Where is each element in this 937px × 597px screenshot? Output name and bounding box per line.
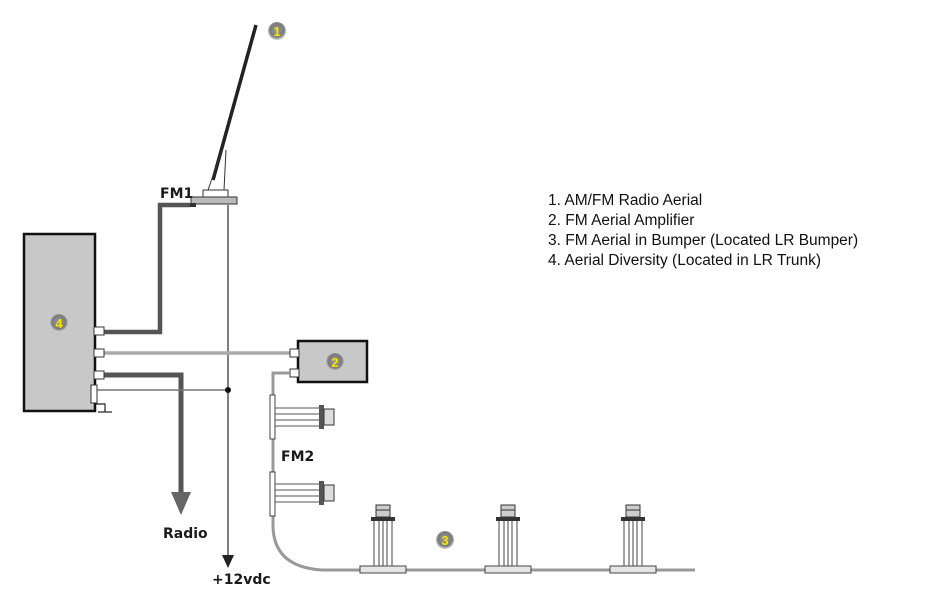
radio-arrow bbox=[171, 492, 191, 515]
bumper-aerial-element bbox=[484, 504, 532, 574]
badge-1: 1 bbox=[268, 22, 286, 40]
legend-item: 1. AM/FM Radio Aerial bbox=[548, 192, 703, 209]
fm2-connector-upper bbox=[269, 394, 335, 440]
radio-label: Radio bbox=[163, 526, 208, 542]
fm1-cable bbox=[104, 202, 190, 335]
badge-2: 2 bbox=[326, 353, 344, 371]
junction-dot bbox=[225, 387, 231, 393]
svg-text:4: 4 bbox=[55, 316, 63, 331]
svg-text:1: 1 bbox=[273, 24, 280, 39]
radio-cable bbox=[104, 372, 184, 495]
component-legend: 1. AM/FM Radio Aerial 2. FM Aerial Ampli… bbox=[548, 191, 858, 271]
svg-text:2: 2 bbox=[331, 355, 338, 370]
svg-text:3: 3 bbox=[441, 533, 448, 548]
power-label: +12vdc bbox=[212, 572, 271, 588]
fm2-connector-lower bbox=[269, 471, 335, 517]
bumper-aerial-element bbox=[359, 504, 407, 574]
fm2-label: FM2 bbox=[281, 449, 314, 465]
fm2-cable bbox=[271, 371, 695, 572]
fm1-label: FM1 bbox=[160, 186, 193, 202]
bumper-aerial-element bbox=[609, 504, 657, 574]
badge-4: 4 bbox=[50, 314, 68, 332]
legend-item: 3. FM Aerial in Bumper (Located LR Bumpe… bbox=[548, 232, 859, 249]
legend-item: 2. FM Aerial Amplifier bbox=[548, 212, 695, 229]
legend-item: 4. Aerial Diversity (Located in LR Trunk… bbox=[548, 252, 822, 269]
badge-3: 3 bbox=[436, 531, 454, 549]
power-line bbox=[222, 205, 234, 568]
am-fm-aerial bbox=[188, 24, 258, 207]
